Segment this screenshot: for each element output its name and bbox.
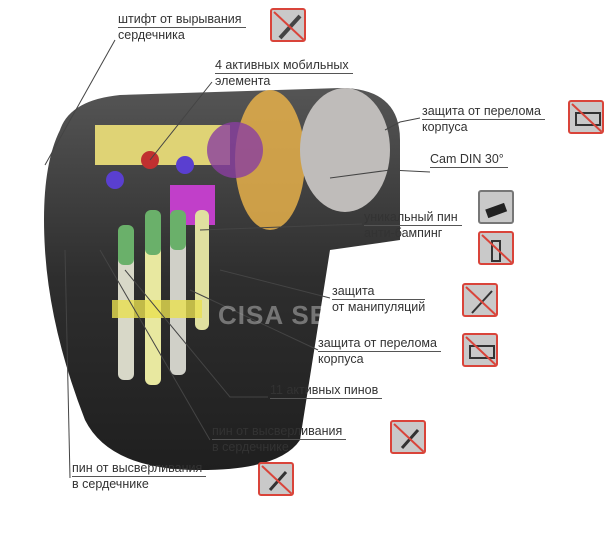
- mobile-elements: [106, 151, 194, 189]
- anti-bump-icon: [478, 231, 514, 265]
- label-line-2: в сердечнике: [72, 477, 149, 491]
- purple-element: [207, 122, 263, 178]
- label-line-2: корпуса: [318, 352, 364, 366]
- label-line-2: корпуса: [422, 120, 468, 134]
- label-line-1: 4 активных мобильных: [215, 58, 353, 74]
- leader-lines: [44, 39, 431, 479]
- anti-pull-icon: [270, 8, 306, 42]
- label-line-1: Cam DIN 30°: [430, 152, 508, 168]
- label-line-1: защита от перелома: [422, 104, 545, 120]
- label-cam-din: Cam DIN 30°: [430, 152, 508, 168]
- anti-drill-icon: [390, 420, 426, 454]
- bump-key-icon: [478, 190, 514, 224]
- anti-snap-icon-2: [462, 333, 498, 367]
- label-line-2: от манипуляций: [332, 300, 426, 314]
- label-line-2: анти-бампинг: [364, 226, 443, 240]
- rotor-end: [300, 88, 390, 212]
- label-line-1: штифт от вырывания: [118, 12, 246, 28]
- label-line-1: 11 активных пинов: [270, 383, 383, 399]
- label-line-1: уникальный пин: [364, 210, 462, 226]
- cam-ring: [235, 90, 305, 230]
- label-line-1: пин от высверливания: [212, 424, 347, 440]
- label-line-1: пин от высверливания: [72, 461, 207, 477]
- label-line-1: защита: [332, 284, 426, 300]
- anti-pick-icon: [462, 283, 498, 317]
- label-active-pins: 11 активных пинов: [270, 383, 383, 399]
- label-line-2: в сердечнике: [212, 440, 289, 454]
- watermark: CISA SERVICE: [218, 300, 413, 330]
- label-line-2: сердечника: [118, 28, 185, 42]
- anti-drill-icon-2: [258, 462, 294, 496]
- pins: [112, 210, 209, 385]
- label-line-2: элемента: [215, 74, 271, 88]
- anti-snap-icon: [568, 100, 604, 134]
- label-line-1: защита от перелома: [318, 336, 441, 352]
